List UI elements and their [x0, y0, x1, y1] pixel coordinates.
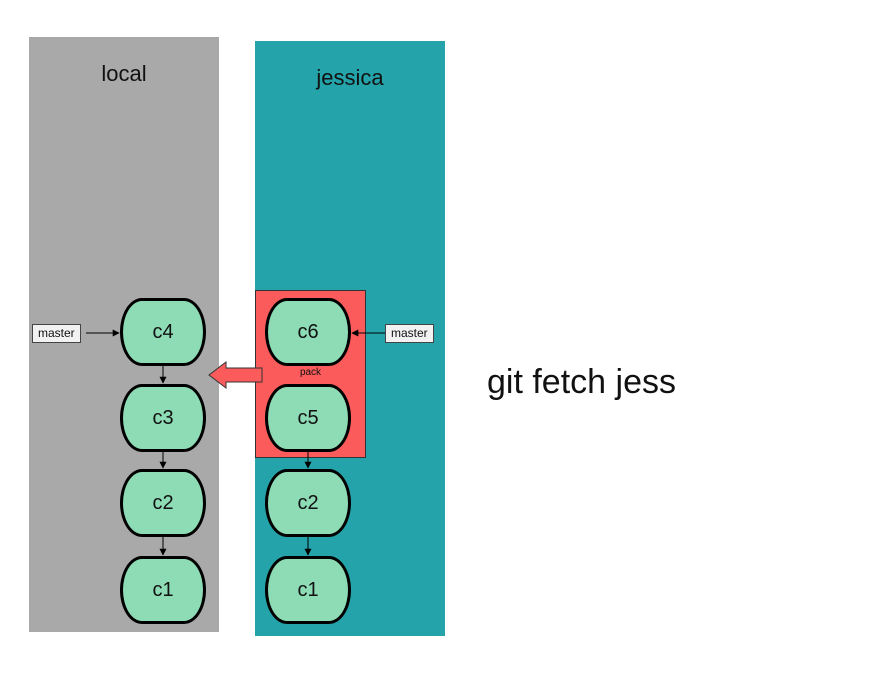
- fetch-transfer-arrow: [208, 360, 263, 390]
- local-commit-node: c2: [120, 469, 206, 537]
- remote-master-ref: master: [385, 324, 434, 343]
- local-commit-node: c4: [120, 298, 206, 366]
- remote-repo-title: jessica: [316, 65, 384, 90]
- remote-commit-node: c1: [265, 556, 351, 624]
- local-commit-node: c1: [120, 556, 206, 624]
- local-commit-node: c3: [120, 384, 206, 452]
- command-text: git fetch jess: [487, 363, 676, 401]
- remote-commit-node: c5: [265, 384, 351, 452]
- remote-commit-node: c6: [265, 298, 351, 366]
- pack-label: pack: [299, 367, 322, 378]
- remote-commit-node: c2: [265, 469, 351, 537]
- local-repo-title: local: [101, 61, 147, 86]
- local-master-ref: master: [32, 324, 81, 343]
